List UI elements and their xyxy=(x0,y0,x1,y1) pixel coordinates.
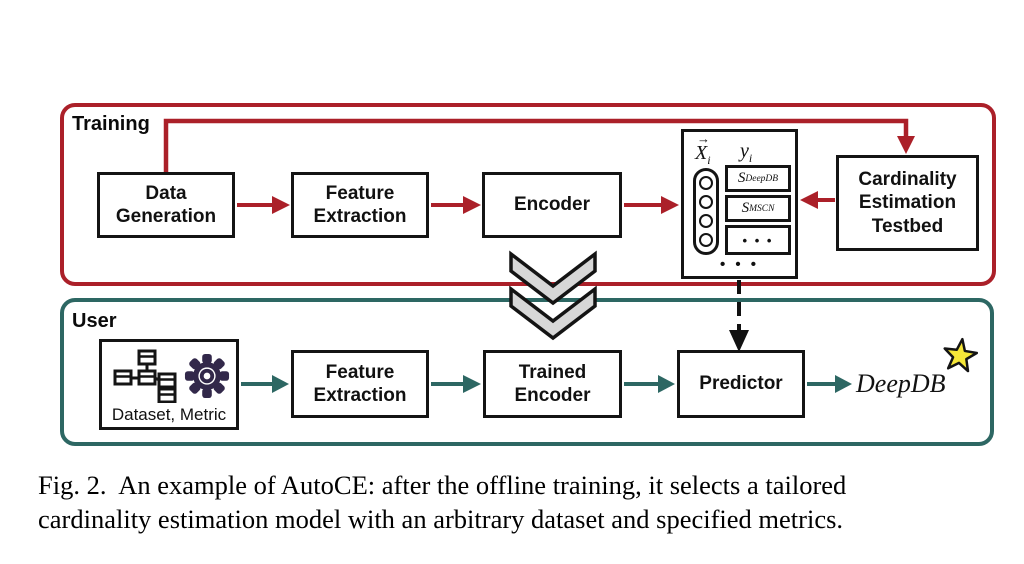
caption-line-1: Fig. 2. An example of AutoCE: after the … xyxy=(38,470,847,500)
figure-caption: Fig. 2. An example of AutoCE: after the … xyxy=(38,468,1003,536)
vector-slot-icon xyxy=(699,195,713,209)
training-group-label: Training xyxy=(72,113,150,135)
feature-vector-icon xyxy=(693,168,719,255)
node-predictor: Predictor xyxy=(677,350,805,418)
node-trained-encoder: Trained Encoder xyxy=(483,350,622,418)
x-vector-label: →Xi xyxy=(695,131,711,167)
metric-gear-icon xyxy=(184,354,229,399)
user-group-label: User xyxy=(72,310,117,332)
vector-slot-icon xyxy=(699,176,713,190)
vector-arrow-icon: → xyxy=(697,131,710,146)
selected-model-label: DeepDB xyxy=(856,369,946,398)
dataset-schema-icon xyxy=(113,349,176,404)
dataset-metric-icons xyxy=(109,348,230,404)
score-row-ellipsis: • • • xyxy=(725,225,791,255)
caption-line-2: cardinality estimation model with an arb… xyxy=(38,504,844,534)
dataset-metric-label: Dataset, Metric xyxy=(111,405,227,425)
vector-slot-icon xyxy=(699,214,713,228)
node-cardinality-estimation-testbed: Cardinality Estimation Testbed xyxy=(836,155,979,251)
y-label: yi xyxy=(740,140,753,165)
vector-slot-icon xyxy=(699,233,713,247)
node-feature-extraction-training: Feature Extraction xyxy=(291,172,429,238)
node-dataset-metric: Dataset, Metric xyxy=(99,339,239,430)
node-encoder: Encoder xyxy=(482,172,622,238)
node-feature-extraction-user: Feature Extraction xyxy=(291,350,429,418)
node-data-generation: Data Generation xyxy=(97,172,235,238)
sample-ellipsis: • • • xyxy=(719,256,760,273)
